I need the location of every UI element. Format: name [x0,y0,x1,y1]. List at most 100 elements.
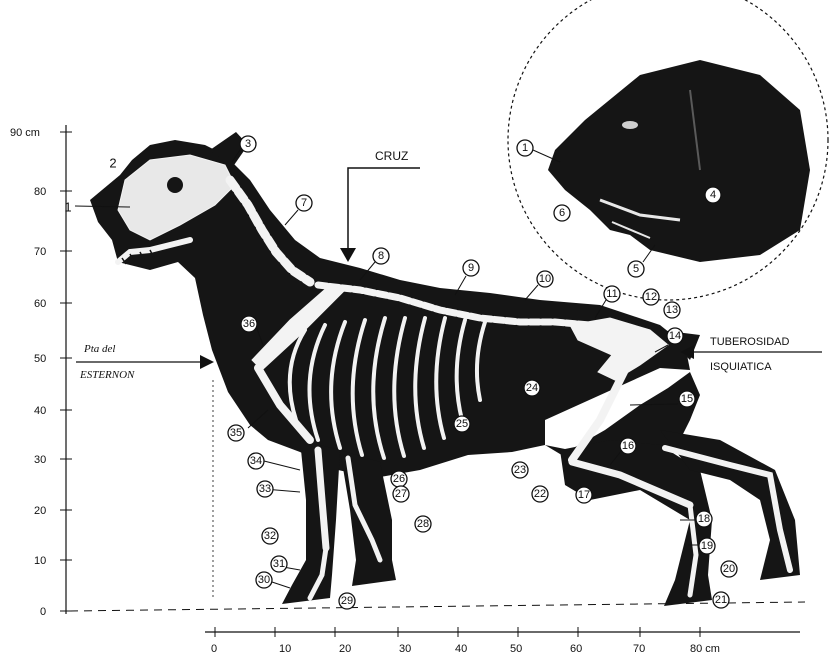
callout-16: 16 [620,438,636,454]
svg-text:7: 7 [301,197,307,209]
callout-8: 8 [373,248,389,264]
callout-3: 3 [240,136,256,152]
svg-text:15: 15 [681,393,693,405]
callout-15: 15 [679,391,695,407]
svg-text:34: 34 [250,455,262,467]
ground-line [70,602,805,611]
svg-text:1: 1 [64,200,71,215]
y-tick-80: 80 [34,186,46,198]
svg-text:25: 25 [456,418,468,430]
svg-text:14: 14 [669,330,681,342]
svg-text:26: 26 [393,473,405,485]
callout-9: 9 [463,260,479,276]
callout-10: 10 [537,271,553,287]
callout-26: 26 [391,471,407,487]
callout-13: 13 [664,302,680,318]
y-axis: 90 cm 80 70 60 50 40 30 20 10 0 [10,125,72,618]
svg-text:4: 4 [710,189,716,201]
callout-21: 21 [713,592,729,608]
x-tick-50: 50 [510,643,522,655]
callout-24: 24 [524,380,540,396]
svg-text:3: 3 [245,138,251,150]
y-tick-60: 60 [34,298,46,310]
callout-31: 31 [271,556,287,572]
svg-text:17: 17 [578,489,590,501]
x-tick-30: 30 [399,643,411,655]
head-inset [508,0,828,300]
callout-11: 11 [604,286,620,302]
svg-text:33: 33 [259,483,271,495]
x-tick-10: 10 [279,643,291,655]
svg-text:5: 5 [633,263,639,275]
callout-29: 29 [339,593,355,609]
svg-text:6: 6 [559,207,565,219]
y-tick-30: 30 [34,454,46,466]
callout-23: 23 [512,462,528,478]
x-tick-0: 0 [211,643,217,655]
y-tick-50: 50 [34,353,46,365]
callout-28: 28 [415,516,431,532]
inset-callout-4: 4 [705,187,721,203]
svg-text:36: 36 [243,318,255,330]
svg-text:1: 1 [522,142,528,154]
x-tick-60: 60 [570,643,582,655]
cruz-marker: CRUZ [340,149,420,262]
svg-text:16: 16 [622,440,634,452]
svg-text:20: 20 [723,563,735,575]
callout-25: 25 [454,416,470,432]
callout-14: 14 [667,328,683,344]
callout-36: 36 [241,316,257,332]
callout-34: 34 [248,453,264,469]
svg-text:21: 21 [715,594,727,606]
callout-12: 12 [643,289,659,305]
svg-text:2: 2 [109,156,116,171]
x-tick-70: 70 [633,643,645,655]
y-tick-0: 0 [40,606,46,618]
svg-text:24: 24 [526,382,538,394]
svg-text:32: 32 [264,530,276,542]
svg-text:28: 28 [417,518,429,530]
label-tuberosidad-1: TUBEROSIDAD [710,336,790,348]
x-tick-40: 40 [455,643,467,655]
y-tick-70: 70 [34,246,46,258]
callout-7: 7 [296,195,312,211]
callout-17: 17 [576,487,592,503]
x-tick-80: 80 cm [690,643,720,655]
y-tick-90: 90 cm [10,127,40,139]
svg-text:30: 30 [258,574,270,586]
callout-1: 1 [64,200,71,215]
x-tick-20: 20 [339,643,351,655]
x-axis: 0 10 20 30 40 50 60 70 80 cm [205,627,800,655]
inset-callout-6: 6 [554,205,570,221]
svg-text:23: 23 [514,464,526,476]
svg-text:27: 27 [395,488,407,500]
svg-text:10: 10 [539,273,551,285]
callout-27: 27 [393,486,409,502]
label-cruz: CRUZ [375,149,408,163]
callout-33: 33 [257,481,273,497]
label-esternon-2: ESTERNON [79,369,135,381]
y-tick-10: 10 [34,555,46,567]
callout-30: 30 [256,572,272,588]
inset-callout-1: 1 [517,140,533,156]
svg-text:12: 12 [645,291,657,303]
svg-text:18: 18 [698,513,710,525]
svg-text:11: 11 [606,288,617,300]
callout-35: 35 [228,425,244,441]
callout-19: 19 [699,538,715,554]
callout-22: 22 [532,486,548,502]
label-esternon-1: Pta del [83,343,115,355]
y-tick-20: 20 [34,505,46,517]
svg-text:8: 8 [378,250,384,262]
svg-text:9: 9 [468,262,474,274]
callout-2: 2 [109,156,116,171]
callout-32: 32 [262,528,278,544]
svg-text:29: 29 [341,595,353,607]
svg-text:13: 13 [666,304,678,316]
callout-18: 18 [696,511,712,527]
label-tuberosidad-2: ISQUIATICA [710,361,772,373]
callout-20: 20 [721,561,737,577]
svg-text:22: 22 [534,488,546,500]
svg-text:31: 31 [273,558,285,570]
